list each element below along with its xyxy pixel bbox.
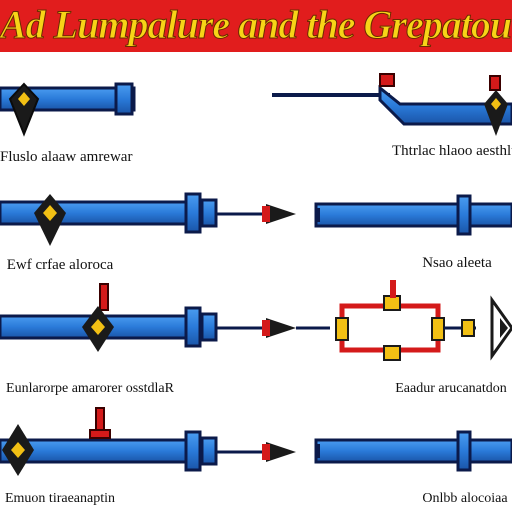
red-flange-icon <box>489 75 501 91</box>
caption-row-3-left: Eunlarorpe amarorer osstdlaR <box>6 381 174 396</box>
caption-row-4-left: Emuon tiraeanaptin <box>4 491 116 506</box>
row-3-left-assembly <box>0 283 330 352</box>
pipe-flange <box>184 306 202 348</box>
pipe-flange <box>456 194 472 236</box>
caption-row-2-left: Ewf crfae aloroca <box>6 257 114 273</box>
arrow-nozzle-icon <box>262 318 296 338</box>
diamond-valve-icon <box>2 424 34 476</box>
row-1-left-assembly <box>0 82 136 137</box>
pipe-flange <box>184 192 202 234</box>
pipe-segment <box>0 200 208 226</box>
row-1-right-assembly <box>272 73 512 136</box>
diamond-valve-icon <box>34 194 66 246</box>
diamond-valve-icon <box>82 306 114 352</box>
pipe-reducer <box>378 84 512 126</box>
arrow-nozzle-icon <box>262 204 296 224</box>
caption-row-4-right: Onlbb alocoiaa <box>422 491 508 506</box>
caption-row-3-right: Eaadur arucanatdon <box>395 381 507 396</box>
pipe-end-cap <box>200 312 218 342</box>
row-2-left-assembly <box>0 192 296 246</box>
red-flange-icon <box>99 283 109 311</box>
pipe-inlet <box>316 208 320 222</box>
pipe-inlet <box>316 444 320 458</box>
pipe-end-cap <box>114 82 134 116</box>
diagram-title: Ad Lumpalure and the Grepatouter <box>0 2 512 48</box>
pipe-flange <box>456 430 472 472</box>
row-2-right-assembly <box>314 194 512 236</box>
row-4-left-assembly <box>0 407 296 476</box>
pipe-end-cap <box>200 436 218 466</box>
caption-row-2-right: Nsao aleeta <box>422 255 492 271</box>
pipe-flange <box>184 430 202 472</box>
piping-diagram <box>0 73 512 476</box>
red-flange-icon <box>379 73 395 87</box>
row-4-right-assembly <box>314 430 512 472</box>
diamond-valve-icon <box>8 82 40 137</box>
arrow-nozzle-icon <box>262 442 296 462</box>
caption-row-1-left: Fluslo alaaw amrewar <box>0 149 133 165</box>
title-banner: Ad Lumpalure and the Grepatouter <box>0 0 512 52</box>
pipe-segment <box>314 438 512 464</box>
red-flange-icon <box>89 407 111 439</box>
bypass-loop-icon <box>335 280 512 361</box>
pipe-end-cap <box>200 198 218 228</box>
pipe-segment <box>314 202 512 228</box>
diamond-valve-icon <box>484 90 508 136</box>
caption-row-1-right: Thtrlac hlaoo aesthlurd <box>392 143 512 159</box>
